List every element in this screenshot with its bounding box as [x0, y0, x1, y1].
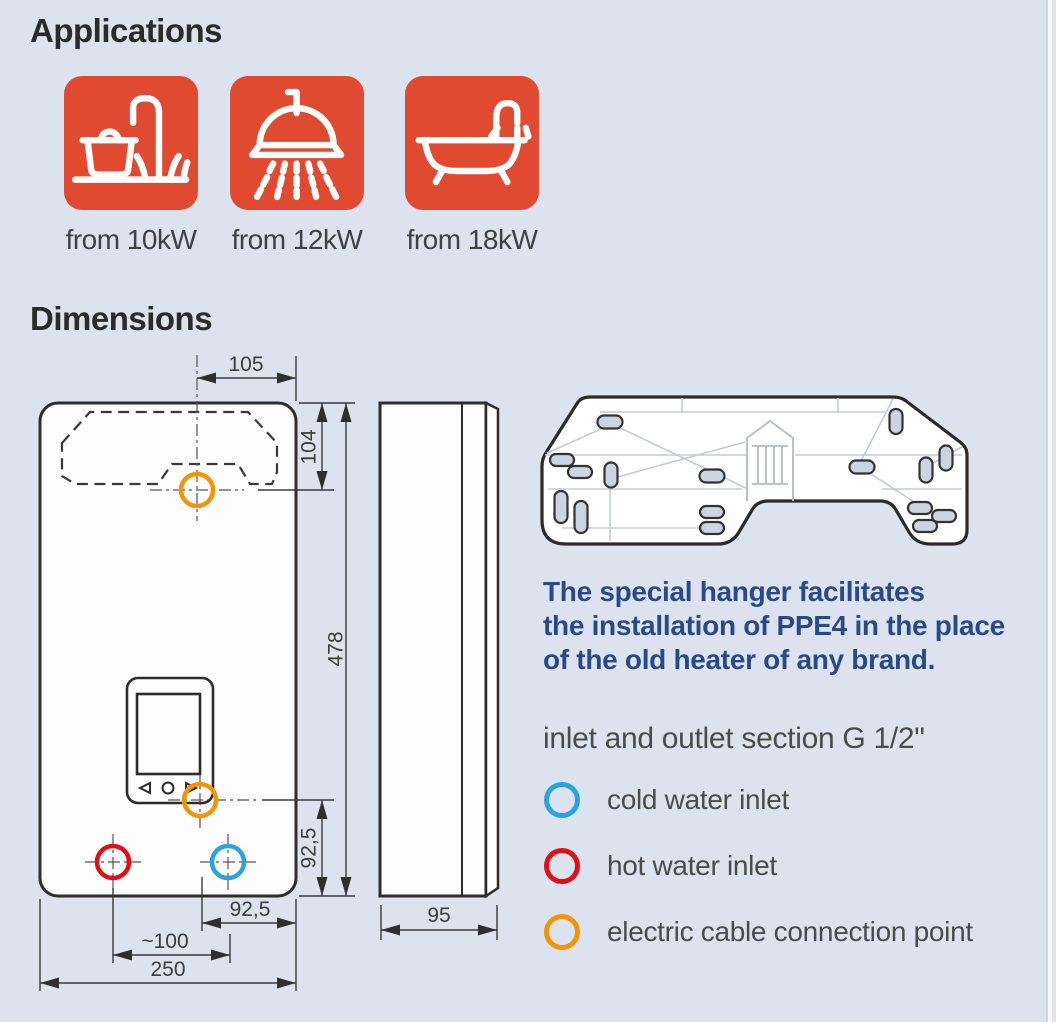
tile-label-shower: from 12kW: [231, 224, 363, 255]
application-tile-kitchen: [64, 76, 198, 210]
kitchen-sink-icon: [72, 95, 191, 184]
dim-hanger-offset-y: 104: [298, 429, 321, 464]
side-view-drawing: 95: [378, 400, 500, 940]
hanger-note: The special hanger facilitates the insta…: [543, 575, 1005, 677]
electric-connection-top-circle: [178, 471, 216, 509]
dim-width: 250: [150, 958, 185, 981]
legend-item-electric-cable: electric cable connection point: [543, 913, 973, 951]
tile-label-kitchen: from 10kW: [65, 224, 197, 255]
hot-water-inlet-marker: [544, 848, 580, 884]
cold-water-inlet-circle: [209, 843, 247, 881]
dimension-arrows: [40, 372, 352, 989]
hanger-outline: [540, 395, 969, 546]
dim-depth: 95: [427, 904, 450, 927]
hanger-slots: [548, 407, 958, 536]
page-edge: [1048, 0, 1052, 1022]
heater-back-plate: [484, 400, 500, 899]
hanger-note-line: of the old heater of any brand.: [543, 644, 936, 675]
front-view-drawing: 105 104 478 92,5 92,5 ~100 250: [38, 353, 355, 991]
hanger-silhouette-dashed: [60, 410, 279, 486]
application-tile-bath: [405, 76, 539, 210]
heater-front-body: [38, 401, 298, 898]
legend-label: cold water inlet: [607, 784, 789, 815]
dim-connection-right-offset: 92,5: [230, 898, 271, 921]
dimensions-heading: Dimensions: [30, 300, 213, 337]
legend-item-hot-water: hot water inlet: [543, 847, 777, 885]
electric-cable-marker: [544, 914, 580, 950]
control-display: [125, 676, 215, 805]
legend-item-cold-water: cold water inlet: [543, 781, 789, 819]
dim-hanger-offset-x: 105: [228, 353, 263, 376]
legend-label: electric cable connection point: [607, 916, 973, 947]
electric-connection-circle: [181, 781, 219, 819]
hanger-note-line: the installation of PPE4 in the place: [543, 610, 1005, 641]
application-tile-shower: [230, 76, 364, 210]
heater-side-body: [378, 401, 488, 898]
dim-inlet-spacing: ~100: [141, 930, 188, 953]
shower-icon: [249, 89, 345, 201]
hanger-drawing: [540, 395, 969, 546]
hot-water-inlet-circle: [94, 843, 132, 881]
dim-height: 478: [325, 631, 348, 666]
hanger-center-detail: [746, 419, 794, 501]
inlet-outlet-section-note: inlet and outlet section G 1/2": [543, 722, 925, 755]
cold-water-inlet-marker: [544, 782, 580, 818]
dim-connection-height: 92,5: [298, 828, 321, 869]
legend-label: hot water inlet: [607, 850, 777, 881]
bathtub-icon: [415, 100, 532, 186]
tile-label-bath: from 18kW: [406, 224, 538, 255]
applications-heading: Applications: [30, 12, 223, 49]
page-edge-shadow: [1046, 0, 1048, 1022]
hanger-note-line: The special hanger facilitates: [543, 576, 925, 607]
